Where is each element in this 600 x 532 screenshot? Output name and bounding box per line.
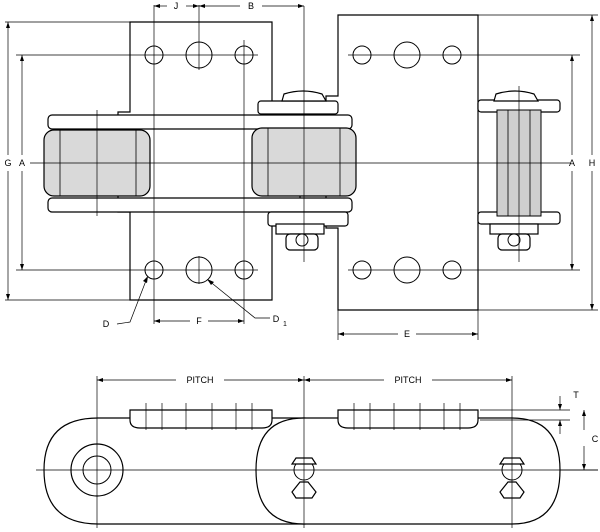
dim-f-label: F	[196, 316, 202, 326]
right-pin-nut	[489, 223, 539, 251]
dim-a-left: A	[19, 55, 25, 270]
side-attachment-left	[129, 409, 273, 429]
leader-d1: D 1	[207, 279, 287, 328]
top-view: J B G A	[4, 1, 598, 340]
dim-pitch-left-label: PITCH	[187, 375, 214, 385]
top-centerlines	[30, 5, 570, 340]
side-attachment-right	[337, 409, 479, 429]
dim-f: F	[154, 316, 244, 326]
right-attachment-plate	[325, 14, 479, 311]
extension-lines	[5, 14, 598, 311]
dim-g-label: G	[4, 158, 11, 168]
link-bar-top	[47, 114, 353, 130]
dim-c-label: C	[592, 434, 599, 444]
dim-g: G	[4, 22, 12, 300]
dim-pitch-right-label: PITCH	[395, 375, 422, 385]
dim-d-label: D	[103, 319, 110, 329]
dim-h: H	[589, 15, 596, 310]
dim-d1-subscript: 1	[283, 321, 287, 328]
dim-pitch-left: PITCH	[97, 375, 304, 385]
middle-pin-nut	[275, 223, 325, 251]
dim-a-right: A	[569, 55, 575, 270]
dim-t: T	[480, 390, 579, 434]
dim-j-label: J	[174, 1, 179, 11]
dim-e-label: E	[404, 329, 410, 339]
side-view: PITCH PITCH T C	[36, 375, 599, 528]
dim-b: B	[199, 1, 304, 11]
dim-d1-label: D	[273, 314, 280, 324]
side-centerlines	[36, 376, 598, 528]
dim-pitch-right: PITCH	[304, 375, 512, 385]
center-link-plate-top	[257, 100, 339, 115]
dim-a-left-label: A	[19, 158, 25, 168]
dim-a-right-label: A	[569, 158, 575, 168]
dim-t-label: T	[573, 390, 579, 400]
dim-e: E	[338, 329, 478, 339]
right-pin-head	[493, 90, 540, 102]
dim-j: J	[154, 1, 199, 11]
link-bar-bottom	[47, 197, 353, 213]
dim-c: C	[560, 410, 599, 471]
dim-h-label: H	[589, 158, 596, 168]
leader-d: D	[103, 276, 148, 329]
dim-b-label: B	[248, 1, 254, 11]
side-hole-ticks	[145, 403, 461, 430]
